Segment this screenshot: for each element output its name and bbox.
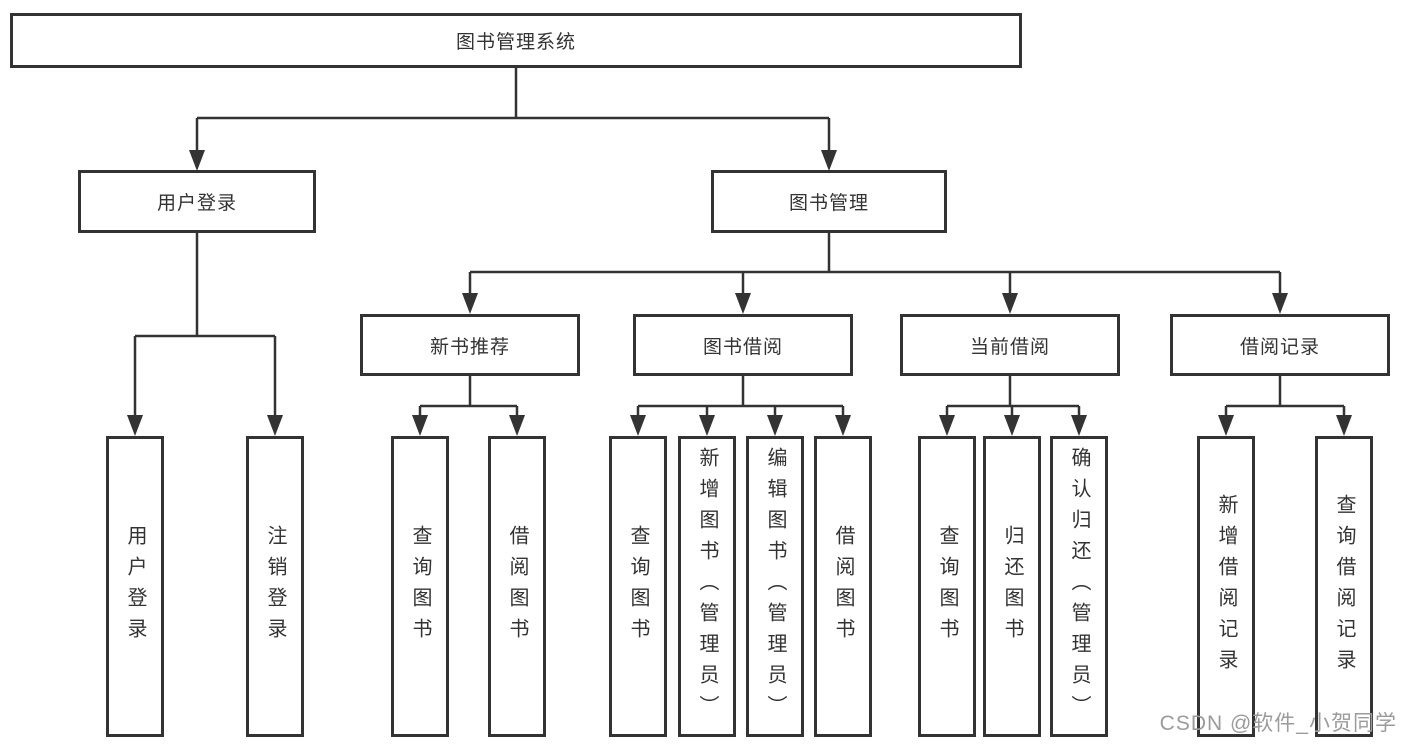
arrowheads bbox=[127, 150, 1352, 436]
arrowhead bbox=[630, 415, 646, 436]
arrowhead bbox=[267, 415, 283, 436]
leaf-borrow-books-recommend: 借阅图书 bbox=[488, 436, 546, 737]
connector-book-borrow-children bbox=[636, 376, 845, 431]
arrowhead bbox=[835, 415, 851, 436]
connector-borrow-record-children bbox=[1224, 376, 1346, 431]
leaf-confirm-return-admin: 确认归还（管理员） bbox=[1050, 436, 1108, 737]
arrowhead bbox=[462, 293, 478, 314]
arrowhead bbox=[509, 415, 525, 436]
leaf-add-borrow-record: 新增借阅记录 bbox=[1197, 436, 1255, 737]
connector-book-management-children bbox=[468, 233, 1282, 309]
arrowhead bbox=[1272, 293, 1288, 314]
leaf-query-books-recommend: 查询图书 bbox=[391, 436, 449, 737]
node-borrow-record: 借阅记录 bbox=[1170, 314, 1390, 376]
connector-new-book-recommend-children bbox=[418, 376, 519, 431]
arrowhead bbox=[821, 150, 837, 171]
node-root: 图书管理系统 bbox=[10, 13, 1022, 68]
leaf-edit-books-admin: 编辑图书（管理员） bbox=[746, 436, 804, 737]
node-book-borrow: 图书借阅 bbox=[633, 314, 853, 376]
node-user-login: 用户登录 bbox=[78, 170, 316, 233]
node-book-management: 图书管理 bbox=[711, 170, 947, 233]
leaf-return-books: 归还图书 bbox=[983, 436, 1041, 737]
leaf-logout: 注销登录 bbox=[246, 436, 304, 737]
arrowhead bbox=[1218, 415, 1234, 436]
node-new-book-recommend: 新书推荐 bbox=[360, 314, 580, 376]
arrowhead bbox=[1336, 415, 1352, 436]
arrowhead bbox=[1071, 415, 1087, 436]
leaf-query-books-current: 查询图书 bbox=[918, 436, 976, 737]
connector-user-login-children bbox=[133, 233, 277, 431]
arrowhead bbox=[939, 415, 955, 436]
arrowhead bbox=[735, 293, 751, 314]
arrowhead bbox=[189, 150, 205, 171]
arrowhead bbox=[699, 415, 715, 436]
leaf-borrow-books: 借阅图书 bbox=[814, 436, 872, 737]
leaf-query-borrow-record: 查询借阅记录 bbox=[1315, 436, 1373, 737]
csdn-watermark: CSDN @软件_小贺同学 bbox=[1159, 712, 1397, 735]
arrowhead bbox=[1004, 415, 1020, 436]
arrowhead bbox=[412, 415, 428, 436]
leaf-add-books-admin: 新增图书（管理员） bbox=[678, 436, 736, 737]
connector-root-to-level2 bbox=[195, 68, 831, 166]
connector-lines bbox=[133, 68, 1346, 431]
node-current-borrow: 当前借阅 bbox=[900, 314, 1120, 376]
arrowhead bbox=[1002, 293, 1018, 314]
arrowhead bbox=[127, 415, 143, 436]
leaf-query-books-borrow: 查询图书 bbox=[609, 436, 667, 737]
arrowhead bbox=[767, 415, 783, 436]
leaf-user-login: 用户登录 bbox=[106, 436, 164, 737]
